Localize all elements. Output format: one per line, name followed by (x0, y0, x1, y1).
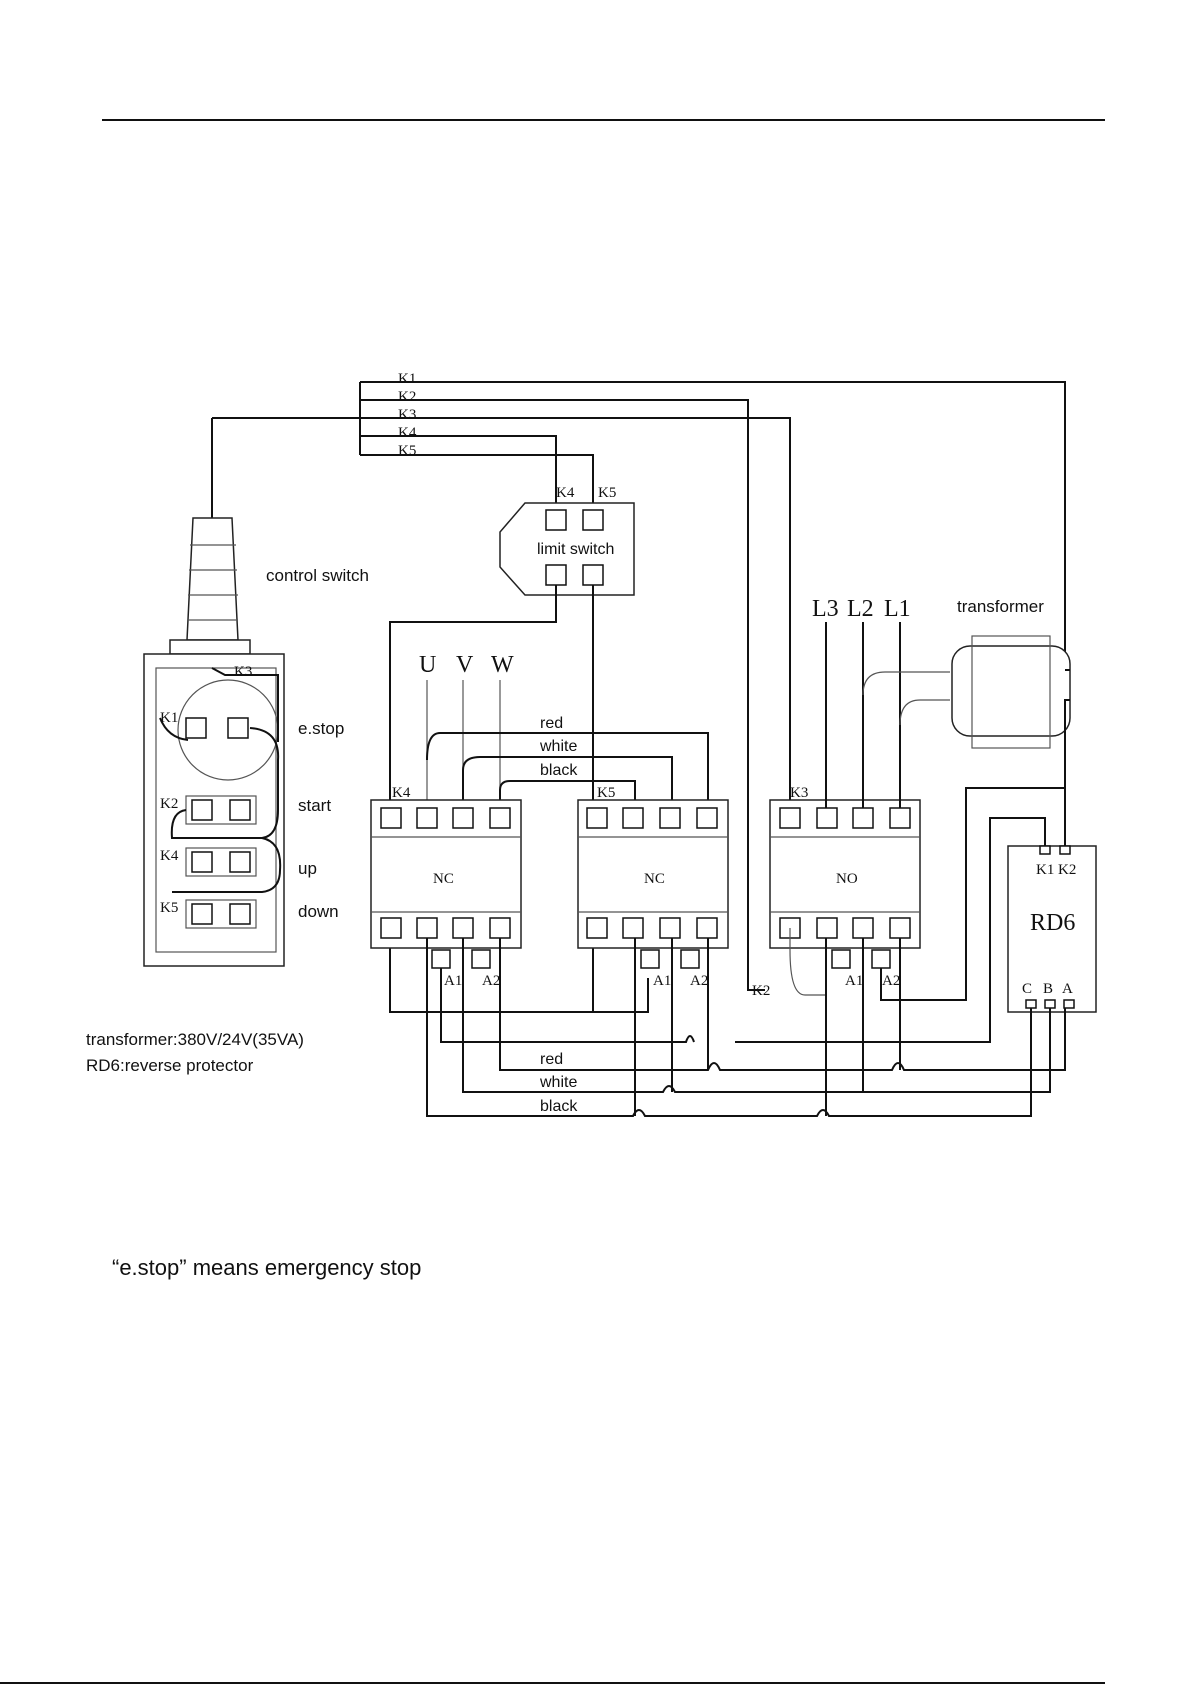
contactor-1-a1: A1 (444, 973, 462, 989)
phase-label-w: W (491, 652, 514, 678)
upper-wire-label-red: red (540, 715, 563, 732)
lower-wire-label-black: black (540, 1098, 578, 1115)
contactor-2-term: K5 (597, 785, 615, 801)
supply-label-l3: L3 (812, 596, 839, 622)
contactor-3-a2: A2 (882, 973, 900, 989)
contactor-3-label: NO (836, 871, 858, 887)
rd6-label: RD6 (1030, 910, 1075, 936)
wire-label-k5: K5 (398, 443, 416, 459)
control-switch-term-k1: K1 (160, 710, 178, 726)
lower-wire-label-red: red (540, 1051, 563, 1068)
wire-label-k4: K4 (398, 425, 417, 441)
upper-wire-label-black: black (540, 762, 578, 779)
limit-switch-term-k4: K4 (556, 485, 575, 501)
contactor-2-a2: A2 (690, 973, 708, 989)
rd6-term-b: B (1043, 981, 1053, 997)
wire-label-k1: K1 (398, 371, 416, 387)
footnote: “e.stop” means emergency stop (112, 1255, 421, 1280)
transformer-label: transformer (957, 597, 1044, 616)
control-switch-term-k5: K5 (160, 900, 178, 916)
wire-label-k2: K2 (398, 389, 416, 405)
lower-wire-label-white: white (539, 1074, 577, 1091)
rd6-term-a: A (1062, 981, 1073, 997)
contactor-1-term: K4 (392, 785, 411, 801)
lower-cross-wires (427, 938, 1065, 1116)
legend-transformer: transformer:380V/24V(35VA) (86, 1030, 304, 1049)
limit-switch-term-k5: K5 (598, 485, 616, 501)
supply-label-l1: L1 (884, 596, 911, 622)
wire-label-k3: K3 (398, 407, 416, 423)
limit-switch-label: limit switch (537, 541, 614, 558)
contactor-1-label: NC (433, 871, 454, 887)
contactor-2-label: NC (644, 871, 665, 887)
upper-wire-label-white: white (539, 738, 577, 755)
control-switch-pendant (144, 518, 284, 966)
button-label-start: start (298, 796, 331, 815)
supply-label-l2: L2 (847, 596, 874, 622)
rd6-term-k1: K1 (1036, 862, 1054, 878)
supply-wires (826, 622, 950, 808)
legend-rd6: RD6:reverse protector (86, 1056, 254, 1075)
button-label-estop: e.stop (298, 719, 344, 738)
control-switch-label: control switch (266, 566, 369, 585)
contactor-1-a2: A2 (482, 973, 500, 989)
contactor-3-k2: K2 (752, 983, 770, 999)
button-label-down: down (298, 902, 339, 921)
contactor-3-term: K3 (790, 785, 808, 801)
control-switch-term-k4: K4 (160, 848, 179, 864)
phase-label-u: U (419, 652, 436, 678)
control-switch-k3: K3 (234, 664, 252, 680)
contactor-3-a1: A1 (845, 973, 863, 989)
rd6-term-k2: K2 (1058, 862, 1076, 878)
phase-label-v: V (456, 652, 474, 678)
contactor-2-a1: A1 (653, 973, 671, 989)
rd6-term-c: C (1022, 981, 1032, 997)
button-label-up: up (298, 859, 317, 878)
control-switch-term-k2: K2 (160, 796, 178, 812)
